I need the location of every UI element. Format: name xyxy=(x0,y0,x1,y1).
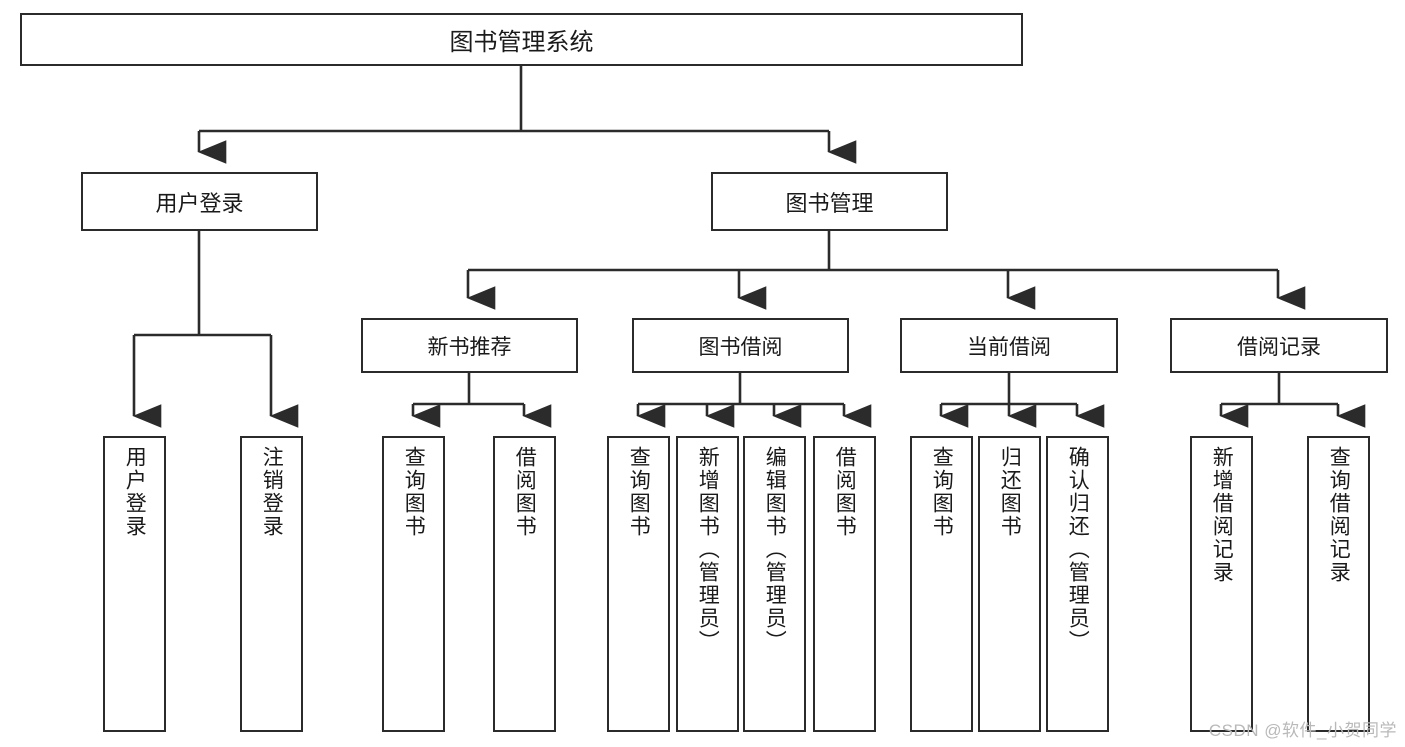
leaf-current-return-book[interactable]: 归还图书 xyxy=(978,436,1041,732)
leaf-label: 用户登录 xyxy=(123,446,147,538)
watermark-text: CSDN @软件_小贺同学 xyxy=(1208,721,1397,740)
leaf-recommend-query-book[interactable]: 查询图书 xyxy=(382,436,445,732)
leaf-label: 借阅图书 xyxy=(513,446,537,538)
leaf-label: 借阅图书 xyxy=(833,446,857,538)
leaf-borrow-add-book[interactable]: 新增图书（管理员） xyxy=(676,436,739,732)
leaf-borrow-query-book[interactable]: 查询图书 xyxy=(607,436,670,732)
leaf-label: 查询图书 xyxy=(930,446,954,538)
node-user-login-label: 用户登录 xyxy=(155,190,244,216)
node-book-borrow[interactable]: 图书借阅 xyxy=(632,318,849,373)
leaf-label: 查询图书 xyxy=(402,446,426,538)
node-new-book-recommend[interactable]: 新书推荐 xyxy=(361,318,578,373)
node-root[interactable]: 图书管理系统 xyxy=(20,13,1023,66)
leaf-borrow-edit-book[interactable]: 编辑图书（管理员） xyxy=(743,436,806,732)
node-root-label: 图书管理系统 xyxy=(449,29,594,56)
leaf-recommend-borrow-book[interactable]: 借阅图书 xyxy=(493,436,556,732)
leaf-record-query-record[interactable]: 查询借阅记录 xyxy=(1307,436,1370,732)
node-user-login[interactable]: 用户登录 xyxy=(81,172,318,231)
leaf-current-confirm-return[interactable]: 确认归还（管理员） xyxy=(1046,436,1109,732)
leaf-user-login-logout[interactable]: 注销登录 xyxy=(240,436,303,732)
leaf-label: 归还图书 xyxy=(998,446,1022,538)
node-book-management[interactable]: 图书管理 xyxy=(711,172,948,231)
leaf-label: 注销登录 xyxy=(260,446,284,538)
leaf-label: 编辑图书（管理员） xyxy=(763,446,787,653)
leaf-current-query-book[interactable]: 查询图书 xyxy=(910,436,973,732)
leaf-label: 新增图书（管理员） xyxy=(696,446,720,653)
leaf-label: 新增借阅记录 xyxy=(1210,446,1234,584)
node-current-borrow[interactable]: 当前借阅 xyxy=(900,318,1118,373)
node-borrow-record-label: 借阅记录 xyxy=(1237,335,1321,359)
node-borrow-record[interactable]: 借阅记录 xyxy=(1170,318,1388,373)
node-new-book-recommend-label: 新书推荐 xyxy=(427,335,512,359)
node-book-borrow-label: 图书借阅 xyxy=(698,335,783,359)
node-current-borrow-label: 当前借阅 xyxy=(967,335,1051,359)
node-book-management-label: 图书管理 xyxy=(785,190,874,216)
leaf-user-login-login[interactable]: 用户登录 xyxy=(103,436,166,732)
leaf-label: 查询借阅记录 xyxy=(1327,446,1351,584)
leaf-label: 确认归还（管理员） xyxy=(1066,446,1090,653)
leaf-record-add-record[interactable]: 新增借阅记录 xyxy=(1190,436,1253,732)
leaf-label: 查询图书 xyxy=(627,446,651,538)
leaf-borrow-borrow-book[interactable]: 借阅图书 xyxy=(813,436,876,732)
